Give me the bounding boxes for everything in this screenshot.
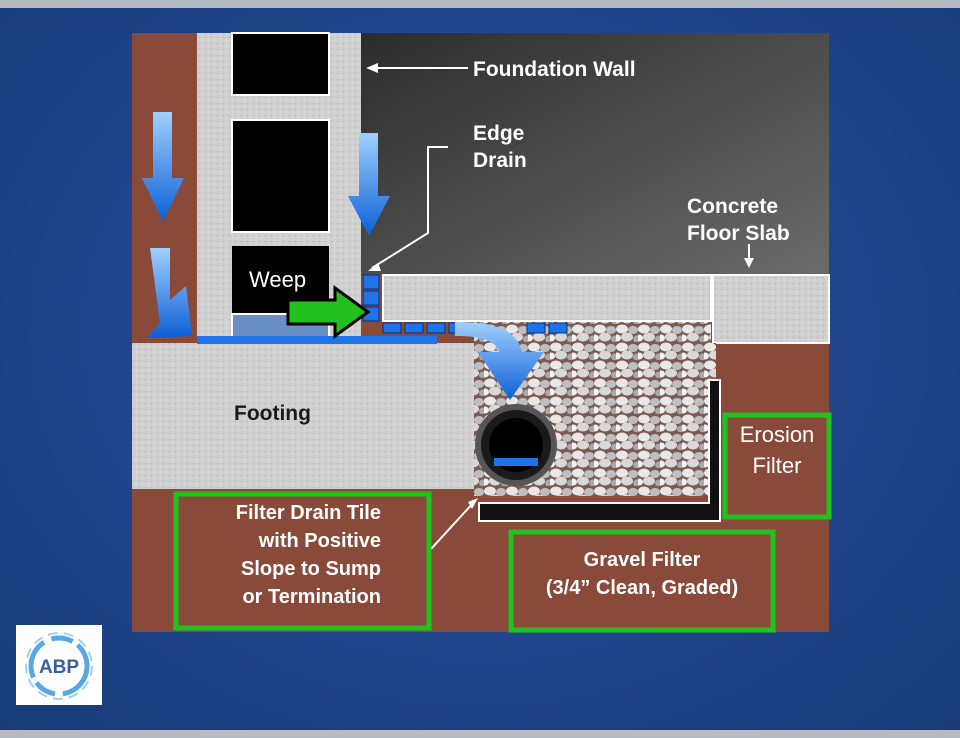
label-filter-drain-tile-4: or Termination: [242, 586, 381, 608]
gravel-filter-callout-box: [508, 529, 776, 633]
wall-block-core-1: [231, 32, 330, 96]
wall-block-core-2: [231, 119, 330, 233]
label-footing: Footing: [234, 402, 311, 425]
basement-interior: [360, 33, 829, 275]
footing: [132, 343, 474, 489]
label-filter-drain-tile-3: Slope to Sump: [241, 558, 381, 580]
water-arrow-to-tile: [455, 322, 544, 400]
label-concrete-floor-slab-2: Floor Slab: [687, 222, 790, 245]
label-foundation-wall: Foundation Wall: [473, 58, 636, 81]
erosion-filter-callout-box: [722, 412, 832, 520]
label-erosion-filter-1: Erosion: [740, 422, 815, 447]
floor-slab-left: [382, 274, 712, 322]
floor-slab-right: [712, 274, 830, 344]
label-erosion-filter-2: Filter: [753, 453, 802, 478]
label-weep: Weep: [249, 267, 306, 292]
drainage-diagram: Foundation Wall Edge Drain Concrete Floo…: [132, 32, 832, 633]
label-filter-drain-tile-2: with Positive: [258, 530, 381, 552]
edge-drain-channel: [362, 274, 568, 334]
filter-drain-tile-callout-box: [173, 491, 432, 631]
label-gravel-filter-1: Gravel Filter: [584, 549, 701, 571]
label-edge-drain-2: Drain: [473, 149, 527, 172]
label-gravel-filter-2: (3/4” Clean, Graded): [546, 577, 738, 599]
weep-flow-arrow: [286, 285, 371, 339]
label-filter-drain-tile-1: Filter Drain Tile: [236, 502, 381, 524]
label-edge-drain-1: Edge: [473, 122, 524, 145]
water-arrow-soil-lower: [146, 248, 192, 338]
label-concrete-floor-slab-1: Concrete: [687, 195, 778, 218]
weep-channel: [197, 336, 437, 344]
abp-logo: ABP: [16, 625, 102, 705]
erosion-filter-fabric: [478, 379, 721, 522]
logo-text: ABP: [39, 657, 79, 678]
leader-arrowheads: [366, 63, 754, 509]
slide-background: Foundation Wall Edge Drain Concrete Floo…: [0, 8, 960, 730]
water-arrow-wall: [348, 133, 390, 236]
drain-tile-water: [494, 458, 538, 466]
water-arrow-soil-upper: [142, 112, 184, 222]
